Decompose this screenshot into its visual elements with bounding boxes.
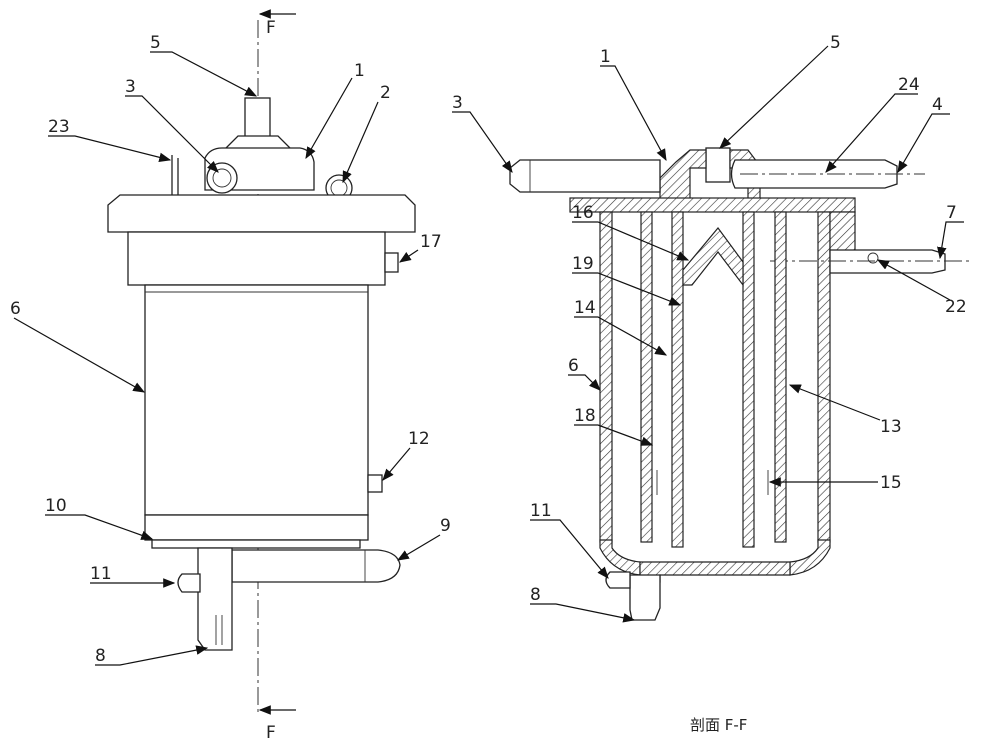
label-3: 3	[125, 77, 136, 97]
section-marker-bottom: F	[258, 705, 296, 743]
label-3: 3	[452, 93, 463, 113]
label-16: 16	[572, 203, 594, 223]
label-2: 2	[380, 83, 391, 103]
leaders-right: 1 5 3 24 4 7 16 19 14 22 6 13 18	[452, 33, 967, 623]
tube-19-right	[742, 211, 755, 548]
side-boss	[829, 211, 856, 253]
label-8: 8	[530, 585, 541, 605]
label-4: 4	[932, 95, 943, 115]
port-3	[206, 162, 238, 194]
label-5: 5	[830, 33, 841, 53]
pin-23	[171, 155, 179, 195]
bottom-plate	[639, 561, 791, 583]
port-12	[367, 474, 383, 493]
section-letter: F	[266, 723, 276, 743]
bottom-band	[144, 514, 369, 541]
label-12: 12	[408, 429, 430, 449]
port-11	[177, 573, 201, 593]
bottom-left	[599, 539, 641, 576]
section-caption: 剖面 F-F	[690, 716, 747, 734]
outlet-nipple	[705, 147, 731, 183]
port-17	[384, 252, 399, 273]
label-9: 9	[440, 516, 451, 536]
label-11: 11	[530, 501, 552, 521]
bottom-right	[789, 539, 831, 576]
label-15: 15	[880, 473, 902, 493]
drain-8	[197, 547, 233, 651]
pipe-9	[231, 549, 401, 583]
label-17: 17	[420, 232, 442, 252]
label-11: 11	[90, 564, 112, 584]
leaders-left: 5 1 3 2 23 17 6 12 10 11 9 8	[10, 33, 451, 666]
label-14: 14	[574, 298, 596, 318]
outlet-nipple	[244, 97, 271, 139]
exterior-view: F F 5 1 3	[10, 9, 451, 743]
bowl	[144, 284, 369, 516]
label-18: 18	[574, 406, 596, 426]
upper-band	[127, 231, 386, 286]
label-22: 22	[945, 297, 967, 317]
section-marker-top: F	[258, 9, 296, 38]
section-view: 1 5 3 24 4 7 16 19 14 22 6 13 18	[452, 33, 970, 734]
label-5: 5	[150, 33, 161, 53]
cone-16	[682, 227, 744, 287]
port-11	[605, 571, 631, 589]
label-1: 1	[354, 61, 365, 81]
label-8: 8	[95, 646, 106, 666]
label-23: 23	[48, 117, 70, 137]
tube-13	[774, 211, 787, 543]
top-plate	[569, 197, 856, 213]
label-10: 10	[45, 496, 67, 516]
base-ring	[151, 539, 361, 549]
label-24: 24	[898, 75, 920, 95]
tube-19-left	[671, 211, 684, 548]
head-1-left	[659, 149, 707, 201]
tube-18	[640, 211, 653, 543]
label-19: 19	[572, 254, 594, 274]
label-7: 7	[946, 203, 957, 223]
section-letter: F	[266, 18, 276, 38]
drain-8	[629, 574, 661, 621]
port-22	[867, 252, 879, 264]
flange	[107, 194, 416, 233]
label-13: 13	[880, 417, 902, 437]
label-6: 6	[568, 356, 579, 376]
port-3-pipe	[509, 159, 661, 193]
label-1: 1	[600, 47, 611, 67]
label-6: 6	[10, 299, 21, 319]
outer-wall-left	[599, 211, 613, 543]
